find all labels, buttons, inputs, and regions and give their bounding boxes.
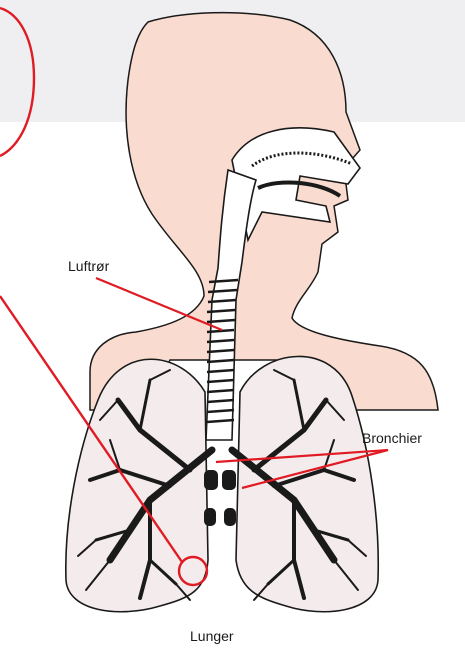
trachea-rings — [207, 280, 238, 422]
trachea-label: Luftrør — [68, 258, 109, 274]
magnifier-circle — [0, 8, 34, 156]
left-lung — [66, 359, 208, 611]
main-bronchi — [204, 470, 236, 526]
lungs-label: Lunger — [190, 628, 234, 644]
bronchi-label: Bronchier — [362, 430, 422, 446]
